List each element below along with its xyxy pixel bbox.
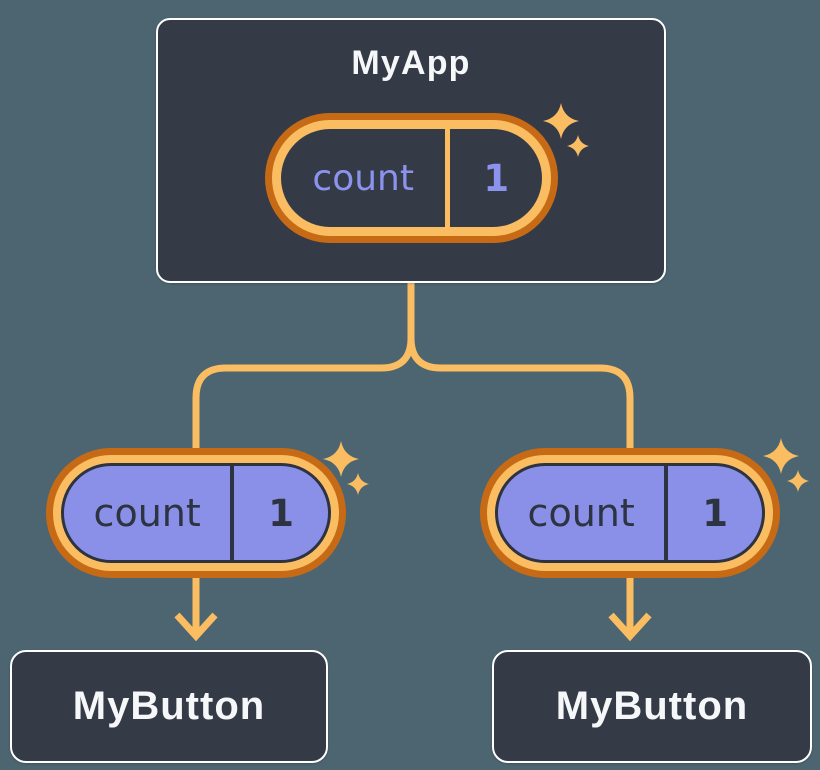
sparkle-icon [763,438,809,492]
prop-value: 1 [268,491,295,535]
prop-pill: count 1 [480,448,780,578]
prop-pill-body: count 1 [495,463,765,563]
component-card-mybutton-right: MyButton [492,650,812,763]
state-pill: count 1 [265,113,558,243]
component-title: MyApp [351,44,471,82]
pill-label-cell: count [498,466,664,560]
prop-pill: count 1 [46,448,346,578]
prop-value: 1 [702,491,729,535]
pill-divider [664,466,669,560]
pill-label-cell: count [281,129,445,227]
connector-branch-right [407,283,634,452]
component-title: MyButton [72,684,266,728]
pill-value-cell: 1 [450,129,542,227]
prop-pill-body: count 1 [61,463,331,563]
pill-divider [445,129,451,227]
state-name: count [312,157,414,199]
sparkle-icon [543,103,589,157]
prop-name: count [93,491,201,535]
sparkle-icon [323,441,369,495]
pill-value-cell: 1 [668,466,762,560]
component-card-mybutton-left: MyButton [10,650,328,763]
prop-name: count [527,491,635,535]
state-value: 1 [483,156,510,200]
pill-divider [230,466,235,560]
state-pill-body: count 1 [281,129,542,227]
arrow-down-icon [608,576,652,642]
pill-label-cell: count [64,466,230,560]
pill-value-cell: 1 [234,466,328,560]
connector-branch-left [192,283,415,452]
arrow-down-icon [174,576,218,642]
component-title: MyButton [555,684,749,728]
